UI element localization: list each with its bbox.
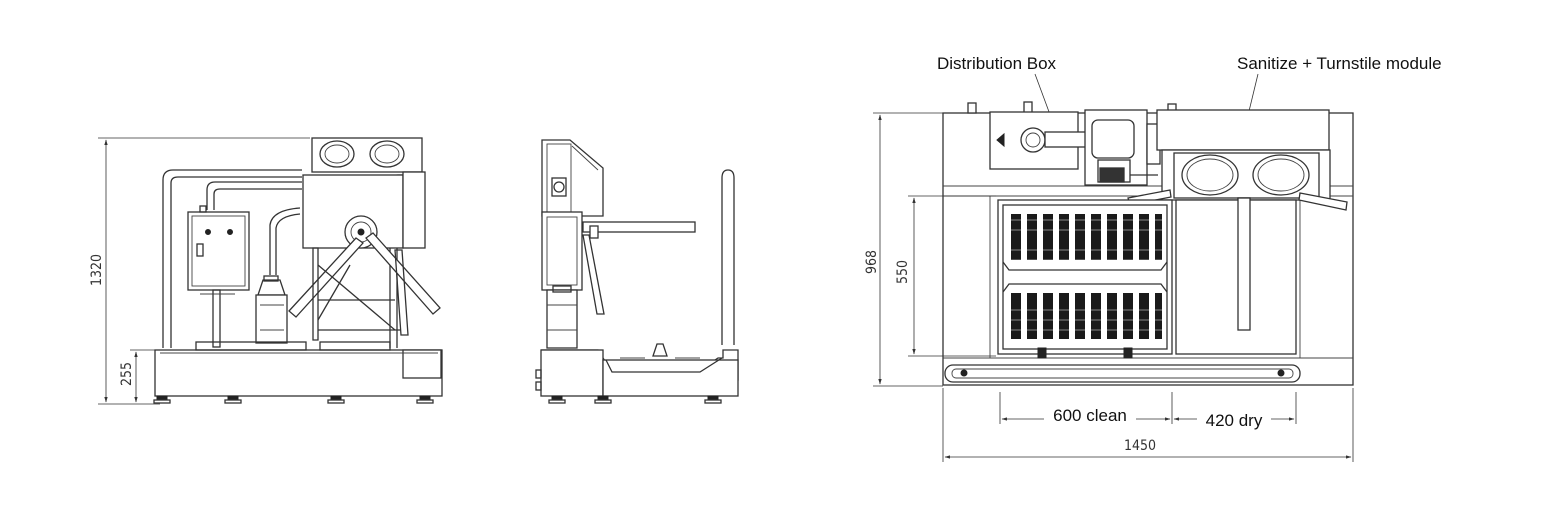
- side-brush-nozzle: [652, 343, 668, 357]
- dim-top-depth: 968: [864, 250, 880, 274]
- top-brush-row-1: [1008, 214, 1162, 260]
- front-distribution-box: [187, 211, 250, 291]
- front-base-platform: [154, 349, 443, 397]
- front-view: 1320 255: [89, 137, 443, 405]
- dim-top-width: 1450: [1124, 438, 1156, 454]
- dim-top-inner: 550: [895, 260, 911, 284]
- dim-front-height: 1320: [89, 254, 105, 286]
- top-sanitize-module: [1156, 109, 1330, 151]
- side-lower-cabinet: [541, 211, 583, 291]
- front-rail-left: [162, 169, 302, 348]
- top-dry-zone: [1175, 199, 1297, 355]
- side-turnstile-arm: [582, 221, 696, 233]
- label-clean: 600 clean: [1053, 406, 1127, 425]
- label-dry: 420 dry: [1206, 411, 1263, 430]
- front-spray-bottle: [257, 279, 286, 296]
- top-bottom-rail: [944, 364, 1301, 383]
- front-turnstile-arm-right: [365, 232, 441, 315]
- side-cabinet: [541, 139, 604, 217]
- side-view: [535, 139, 739, 404]
- dim-front-base: 255: [119, 362, 135, 386]
- label-sanitize-module: Sanitize + Turnstile module: [1237, 54, 1442, 73]
- front-turnstile-arm-left: [288, 237, 364, 318]
- side-feet: [548, 395, 722, 404]
- top-brush-row-2: [1008, 293, 1162, 339]
- top-view: Distribution Box Sanitize + Turnstile mo…: [864, 54, 1442, 462]
- label-distribution-box: Distribution Box: [937, 54, 1057, 73]
- front-feet: [153, 395, 434, 404]
- front-base-box: [402, 349, 442, 379]
